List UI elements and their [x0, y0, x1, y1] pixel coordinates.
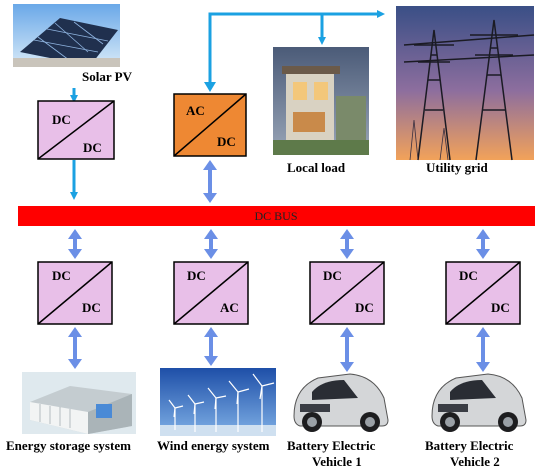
solar-converter-bottom: DC — [83, 140, 102, 155]
storage-container-image — [22, 372, 136, 434]
wind-source-arrow — [204, 327, 218, 366]
solar-pv-label: Solar PV — [82, 69, 133, 84]
solar-panel-image — [13, 4, 120, 67]
ev2-converter-bottom: DC — [491, 300, 510, 315]
grid-converter: AC DC — [173, 93, 247, 157]
ev1-converter: DC DC — [309, 261, 385, 325]
wind-converter-bottom: AC — [220, 300, 239, 315]
grid-bus-arrow — [203, 160, 217, 203]
ev2-converter: DC DC — [445, 261, 521, 325]
grid-converter-top: AC — [186, 103, 205, 118]
ev1-source-arrow — [340, 327, 354, 372]
ev2-label-line1: Battery Electric — [425, 438, 514, 453]
ev2-bus-arrow — [476, 229, 490, 259]
grid-converter-bottom: DC — [217, 134, 236, 149]
storage-bus-arrow — [68, 229, 82, 259]
storage-converter-top: DC — [52, 268, 71, 283]
local-load-label: Local load — [287, 160, 346, 175]
ev1-converter-bottom: DC — [355, 300, 374, 315]
wind-converter: DC AC — [173, 261, 249, 325]
ev1-image — [293, 373, 389, 432]
solar-converter-top: DC — [52, 112, 71, 127]
solar-converter: DC DC — [37, 100, 115, 160]
house-image — [273, 47, 369, 155]
wind-bus-arrow — [204, 229, 218, 259]
transmission-tower-image — [396, 6, 535, 161]
ev1-label-line1: Battery Electric — [287, 438, 376, 453]
storage-source-arrow — [68, 327, 82, 369]
ev2-image — [431, 373, 527, 432]
ev1-converter-top: DC — [323, 268, 342, 283]
dc-bus — [18, 206, 535, 226]
grid-feed-line — [208, 10, 385, 67]
ev2-label-line2: Vehicle 2 — [450, 454, 500, 469]
bidirectional-arrows — [68, 160, 490, 372]
ev2-converter-top: DC — [459, 268, 478, 283]
utility-grid-label: Utility grid — [426, 160, 489, 175]
wind-converter-top: DC — [187, 268, 206, 283]
wind-turbine-image — [160, 368, 276, 436]
grid-converter-arrowhead — [204, 82, 216, 92]
ev1-label-line2: Vehicle 1 — [312, 454, 362, 469]
dc-bus-label: DC BUS — [254, 209, 297, 223]
wind-energy-label: Wind energy system — [157, 438, 270, 453]
ev1-bus-arrow — [340, 229, 354, 259]
storage-converter-bottom: DC — [82, 300, 101, 315]
energy-storage-label: Energy storage system — [6, 438, 131, 453]
ev2-source-arrow — [476, 327, 490, 372]
storage-converter: DC DC — [37, 261, 113, 325]
